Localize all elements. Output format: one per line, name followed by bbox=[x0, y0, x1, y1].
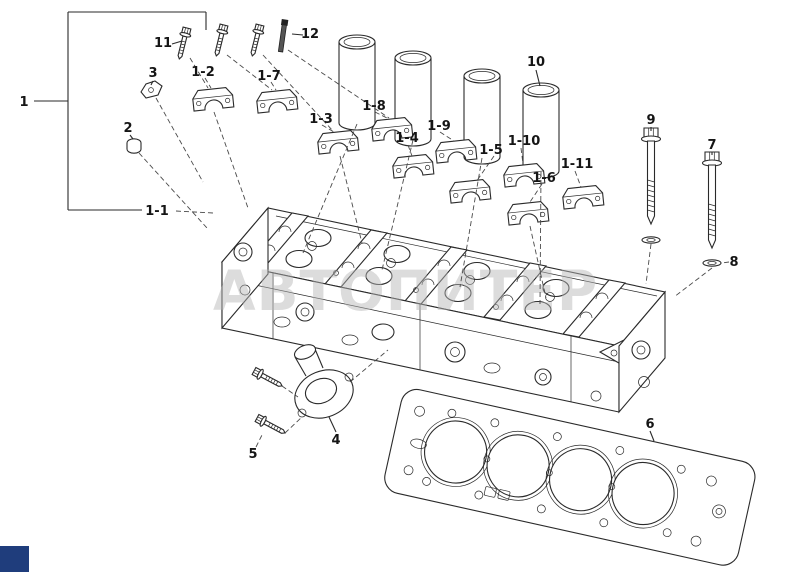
housing-bolts-5 bbox=[250, 365, 289, 439]
bucket-tappet-4 bbox=[522, 82, 560, 179]
cap-bolt-11-a bbox=[173, 26, 193, 61]
callout-1-10: 1-10 bbox=[508, 134, 541, 149]
callout-11: 11 bbox=[154, 36, 172, 51]
washer-8 bbox=[702, 259, 722, 267]
callout-3: 3 bbox=[148, 66, 157, 81]
cam-cap-1-11 bbox=[561, 184, 605, 210]
watermark: АВТОПИТЕР bbox=[213, 259, 598, 323]
dashed-leaders bbox=[138, 49, 730, 448]
seal-cap-2 bbox=[126, 138, 142, 154]
callout-1-7: 1-7 bbox=[257, 69, 281, 84]
callout-1-9: 1-9 bbox=[427, 119, 451, 134]
thermostat-housing bbox=[293, 344, 354, 419]
callout-1-5: 1-5 bbox=[479, 143, 503, 158]
callout-1-11: 1-11 bbox=[561, 157, 594, 172]
callout-9: 9 bbox=[646, 113, 655, 128]
cam-cap-1-7 bbox=[255, 88, 299, 114]
cam-cap-1-9 bbox=[434, 138, 478, 164]
callout-labels: 1 2 3 4 5 6 7 8 9 10 11 12 1-1 1-2 1-3 1… bbox=[19, 27, 738, 462]
callout-4: 4 bbox=[331, 433, 340, 448]
head-bolt-9 bbox=[640, 127, 662, 225]
callout-1: 1 bbox=[19, 95, 28, 110]
stud-12 bbox=[277, 19, 289, 53]
callout-6: 6 bbox=[645, 417, 654, 432]
cap-bolt-11-b bbox=[210, 23, 230, 58]
bucket-tappet-1 bbox=[338, 34, 376, 131]
cam-cap-1-5 bbox=[448, 178, 492, 204]
gasket-holes bbox=[403, 405, 726, 547]
housing-bolt-5-b bbox=[253, 412, 289, 439]
bracket-lines bbox=[34, 11, 207, 211]
washer-bolt-9 bbox=[641, 236, 661, 244]
head-left-face bbox=[221, 206, 269, 330]
cam-cap-1-6 bbox=[506, 200, 550, 226]
head-top-face bbox=[220, 207, 667, 348]
callout-1-6: 1-6 bbox=[532, 171, 556, 186]
callout-1-3: 1-3 bbox=[309, 112, 333, 127]
callout-10: 10 bbox=[527, 55, 545, 70]
callout-12: 12 bbox=[301, 27, 319, 42]
head-bolt-7 bbox=[701, 151, 723, 249]
pad-3 bbox=[140, 80, 163, 99]
head-gasket bbox=[384, 388, 756, 566]
gasket-bores bbox=[420, 417, 678, 529]
logo-mark bbox=[0, 546, 29, 572]
head-right-face bbox=[618, 290, 666, 414]
cam-cap-1-2 bbox=[191, 86, 235, 112]
callout-1-1: 1-1 bbox=[145, 204, 169, 219]
cylinder-head bbox=[220, 206, 667, 414]
cam-cap-1-4 bbox=[391, 153, 435, 179]
cap-bolts-11 bbox=[173, 23, 266, 61]
callout-7: 7 bbox=[707, 138, 716, 153]
callout-1-2: 1-2 bbox=[191, 65, 215, 80]
cap-bolt-11-c bbox=[246, 23, 266, 58]
solid-leaders bbox=[129, 33, 713, 442]
callout-8: 8 bbox=[729, 255, 738, 270]
callout-1-4: 1-4 bbox=[395, 131, 419, 146]
callout-5: 5 bbox=[248, 447, 257, 462]
housing-bolt-5-a bbox=[250, 365, 286, 392]
callout-1-8: 1-8 bbox=[362, 99, 386, 114]
callout-2: 2 bbox=[123, 121, 132, 136]
